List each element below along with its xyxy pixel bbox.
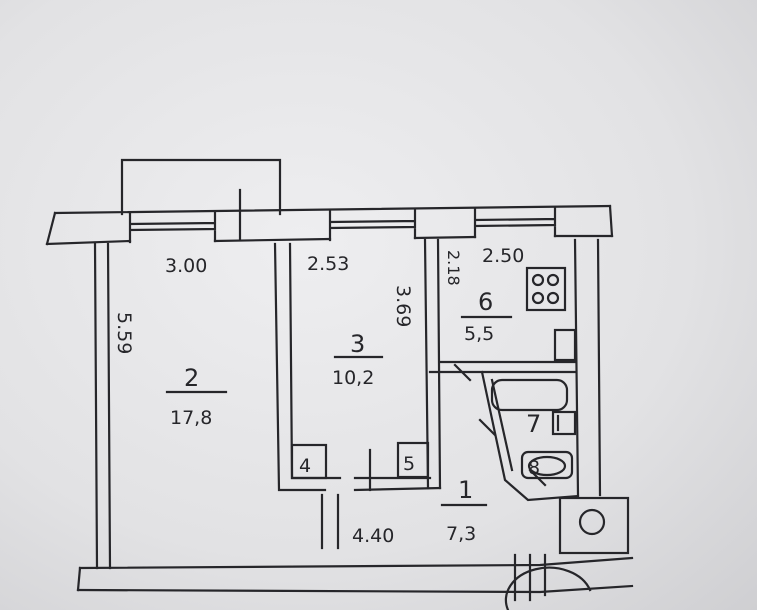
entrance-marks — [513, 553, 547, 602]
dim-room6-depth: 2.18 — [444, 250, 463, 286]
closet4-number: 4 — [299, 455, 311, 477]
balcony — [120, 158, 282, 216]
closet-4 — [290, 443, 328, 480]
outer-wall-left — [93, 242, 112, 570]
window-room2 — [128, 211, 217, 244]
room3-number: 3 — [350, 330, 365, 358]
window-room3 — [328, 208, 417, 242]
room6-walls — [428, 360, 577, 374]
room6-area: 5,5 — [464, 323, 494, 345]
toilet-icon — [520, 450, 574, 480]
closet5-number: 5 — [403, 453, 415, 475]
dim-hall-length: 4.40 — [352, 525, 394, 547]
room3-area: 10,2 — [332, 367, 374, 389]
outer-wall-top — [45, 204, 614, 246]
window-room6 — [473, 206, 557, 239]
bathroom-walls — [480, 370, 580, 502]
room2-area: 17,8 — [170, 407, 212, 429]
outer-wall-bottom — [76, 556, 634, 594]
sink-icon — [553, 328, 577, 362]
room1-number: 1 — [458, 476, 473, 504]
entrance-door-arc — [504, 566, 592, 610]
closet-5 — [396, 441, 430, 479]
outer-wall-right — [573, 238, 602, 497]
dim-room2-width: 3.00 — [165, 255, 207, 277]
bathtub-icon — [490, 378, 569, 412]
room2-number: 2 — [184, 364, 199, 392]
washbasin-icon — [551, 410, 577, 436]
dim-room3-depth: 3.69 — [392, 285, 414, 327]
room3-walls — [273, 238, 442, 492]
room8-number: 8 — [528, 457, 540, 479]
hall-wall-stub — [320, 493, 340, 550]
stove-icon — [525, 266, 567, 312]
room1-area: 7,3 — [446, 523, 476, 545]
dim-room6-width: 2.50 — [482, 245, 524, 267]
dim-room2-depth: 5.59 — [113, 312, 135, 354]
dimension-ticks — [453, 363, 547, 487]
dim-room3-width: 2.53 — [307, 253, 349, 275]
room6-number: 6 — [478, 288, 493, 316]
vent-shaft — [558, 496, 630, 555]
room7-number: 7 — [526, 410, 541, 438]
